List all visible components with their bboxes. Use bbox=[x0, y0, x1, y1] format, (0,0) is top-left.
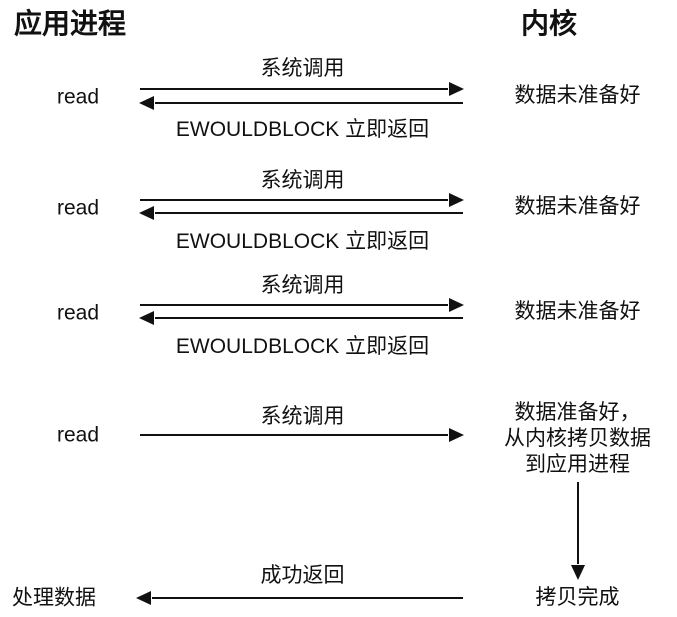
arrowhead-right-icon bbox=[449, 428, 464, 442]
kernel-status-4: 数据准备好， 从内核拷贝数据 到应用进程 bbox=[478, 400, 677, 478]
arrowhead-down-icon bbox=[571, 565, 585, 580]
column-header-kernel: 内核 bbox=[521, 8, 578, 39]
arrowhead-left-icon bbox=[139, 311, 154, 325]
kernel-status-1: 数据未准备好 bbox=[514, 84, 641, 107]
process-label-read-2: read bbox=[57, 196, 100, 220]
arrowhead-left-icon bbox=[139, 206, 154, 220]
arrowhead-left-icon bbox=[139, 96, 154, 110]
syscall-request-arrow-3 bbox=[140, 298, 464, 312]
arrowhead-right-icon bbox=[449, 298, 464, 312]
arrowhead-right-icon bbox=[449, 82, 464, 96]
syscall-response-caption-2: EWOULDBLOCK 立即返回 bbox=[175, 230, 430, 253]
kernel-status-3: 数据未准备好 bbox=[514, 300, 641, 323]
syscall-caption-3: 系统调用 bbox=[260, 274, 345, 297]
process-label-read-3: read bbox=[57, 301, 100, 325]
column-header-app-process: 应用进程 bbox=[14, 8, 127, 39]
syscall-caption-2: 系统调用 bbox=[260, 169, 345, 192]
syscall-response-arrow-2 bbox=[139, 206, 463, 220]
kernel-status-4-line-3: 到应用进程 bbox=[525, 453, 630, 476]
syscall-response-caption-1: EWOULDBLOCK 立即返回 bbox=[175, 118, 430, 141]
kernel-copy-arrow bbox=[571, 482, 585, 580]
kernel-status-4-line-1: 数据准备好， bbox=[514, 401, 641, 424]
process-label-handle-data: 处理数据 bbox=[12, 586, 96, 610]
arrowhead-right-icon bbox=[449, 193, 464, 207]
kernel-status-4-line-2: 从内核拷贝数据 bbox=[504, 427, 651, 450]
syscall-request-arrow-1 bbox=[140, 82, 464, 96]
process-label-read-4: read bbox=[57, 423, 100, 447]
process-label-read-1: read bbox=[57, 85, 100, 109]
arrowhead-left-icon bbox=[136, 591, 151, 605]
syscall-response-arrow-3 bbox=[139, 311, 463, 325]
kernel-copy-complete-label: 拷贝完成 bbox=[535, 586, 620, 609]
syscall-caption-1: 系统调用 bbox=[260, 57, 345, 80]
success-return-arrow bbox=[136, 591, 463, 605]
syscall-response-arrow-1 bbox=[139, 96, 463, 110]
success-return-caption: 成功返回 bbox=[260, 564, 345, 587]
syscall-request-arrow-2 bbox=[140, 193, 464, 207]
kernel-status-2: 数据未准备好 bbox=[514, 195, 641, 218]
syscall-request-arrow-4 bbox=[140, 428, 464, 442]
syscall-response-caption-3: EWOULDBLOCK 立即返回 bbox=[175, 335, 430, 358]
syscall-caption-4: 系统调用 bbox=[260, 405, 345, 428]
